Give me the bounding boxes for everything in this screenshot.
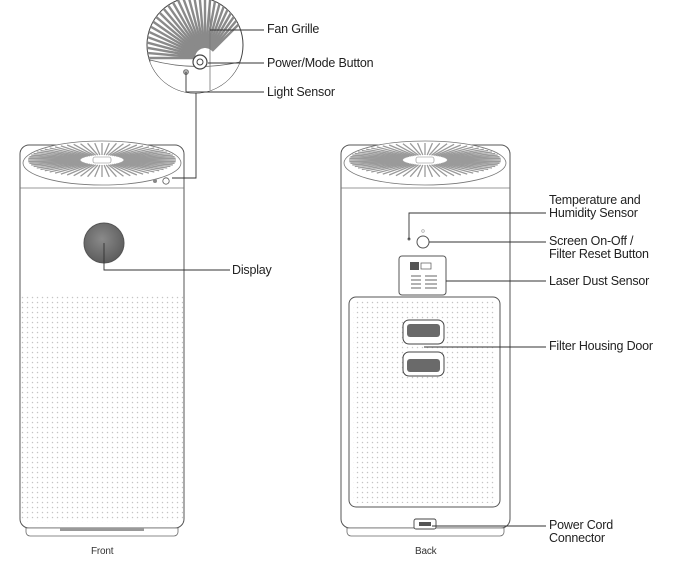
laser-dust-sensor-icon <box>398 255 447 296</box>
filter-housing-door <box>348 296 501 508</box>
label-power-cord-line1: Power Cord <box>549 518 613 532</box>
front-logo-badge <box>92 156 112 164</box>
back-unit <box>340 140 511 537</box>
label-fan-grille: Fan Grille <box>267 22 320 36</box>
fan-grille-icon <box>28 142 176 178</box>
front-mesh-panel <box>21 296 183 522</box>
screen-toggle-button-icon <box>416 235 430 249</box>
back-fan-grille-icon <box>349 142 501 178</box>
power-mode-button-icon <box>162 177 170 185</box>
label-screen-toggle-line1: Screen On-Off / <box>549 234 634 248</box>
label-filter-housing-door: Filter Housing Door <box>549 339 653 353</box>
leader-lines <box>103 29 546 527</box>
power-cord-connector-icon <box>413 518 437 530</box>
caption-back: Back <box>415 546 437 557</box>
label-power-cord-line2: Connector <box>549 531 605 545</box>
label-temp-humidity-line1: Temperature and <box>549 193 641 207</box>
light-sensor-dot <box>153 179 157 183</box>
door-handle-upper <box>402 319 445 345</box>
label-power-mode-button: Power/Mode Button <box>267 56 374 70</box>
caption-front: Front <box>91 546 114 557</box>
label-light-sensor: Light Sensor <box>267 85 335 99</box>
label-display: Display <box>232 263 272 277</box>
zoom-detail <box>146 0 244 94</box>
label-temp-humidity-line2: Humidity Sensor <box>549 206 638 220</box>
label-screen-toggle-line2: Filter Reset Button <box>549 247 649 261</box>
door-handle-lower <box>402 351 445 377</box>
label-laser-dust-sensor: Laser Dust Sensor <box>549 274 650 288</box>
front-unit <box>19 140 185 537</box>
